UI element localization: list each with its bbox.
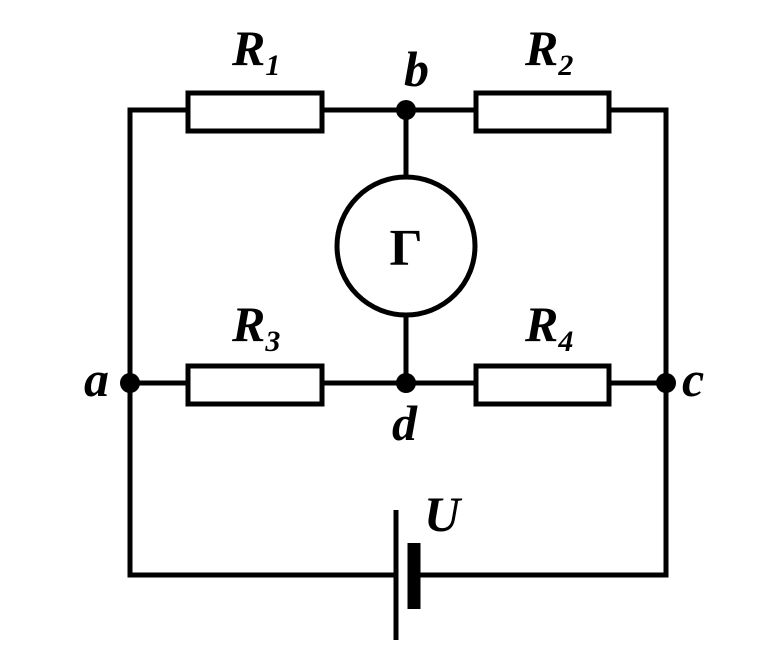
resistor-r2	[473, 90, 612, 134]
label-node-b: b	[404, 41, 429, 97]
label-node-a: a	[84, 351, 109, 407]
label-node-c: c	[682, 351, 704, 407]
galvanometer-circle	[334, 174, 478, 318]
resistor-r1	[185, 90, 325, 134]
label-node-d: d	[392, 395, 418, 451]
resistor-r3	[185, 363, 325, 407]
node-c-dot	[656, 373, 676, 393]
wires	[127, 107, 669, 578]
node-b-dot	[396, 100, 416, 120]
label-r3: R3	[231, 296, 280, 358]
node-d-dot	[396, 373, 416, 393]
node-a-dot	[120, 373, 140, 393]
resistor-r4	[473, 363, 612, 407]
galvanometer-symbol: Г	[389, 220, 422, 277]
label-r4: R4	[524, 296, 573, 358]
label-r2: R2	[524, 20, 573, 82]
label-r1: R1	[231, 20, 280, 82]
label-source-u: U	[424, 486, 463, 542]
